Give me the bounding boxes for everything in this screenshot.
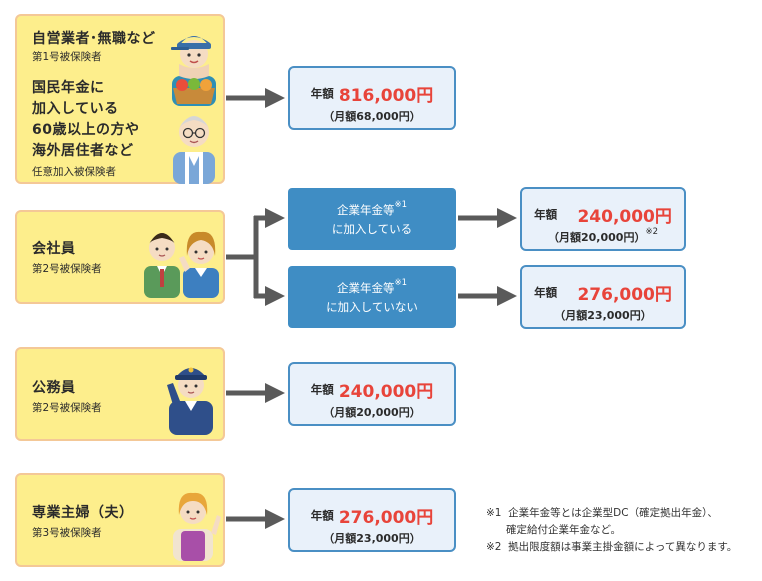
result-monthly: （月額23,000円） — [323, 532, 421, 545]
result-amount: 816,000円 — [338, 86, 434, 106]
result-monthly: （月額20,000円） — [323, 406, 421, 419]
branch-text-2: に加入している — [331, 222, 413, 236]
footnote-text: 企業年金等とは企業型DC（確定拠出年金）、 — [508, 507, 718, 519]
result-amount: 240,000円 — [577, 207, 672, 227]
branch-pension-not-joined: 企業年金等※1 に加入していない — [288, 266, 456, 328]
footnote-2: ※2 拠出限度額は事業主掛金額によって異なります。 — [486, 539, 737, 554]
category-title: 会社員 — [32, 241, 76, 257]
category-title: 自営業者･無職など — [32, 31, 156, 47]
arrow-company-branch — [226, 208, 285, 306]
office-workers-illustration — [144, 231, 219, 298]
footnote-1: ※1 企業年金等とは企業型DC（確定拠出年金）、 — [486, 505, 718, 520]
category-title: 公務員 — [32, 380, 76, 396]
result-monthly: （月額68,000円） — [323, 110, 421, 123]
result-company-with-pension: 年額 240,000円 （月額20,000円）※2 — [520, 187, 686, 251]
branch-text: 企業年金等 — [336, 203, 395, 217]
result-civil-servant: 年額 240,000円 （月額20,000円） — [288, 362, 456, 426]
result-monthly: （月額20,000円） — [548, 231, 646, 244]
category-subtitle: 第2号被保険者 — [32, 263, 102, 275]
result-amount: 276,000円 — [577, 285, 672, 305]
result-label: 年額 — [310, 382, 334, 397]
police-officer-illustration — [167, 367, 213, 435]
result-company-without-pension: 年額 276,000円 （月額23,000円） — [520, 265, 686, 329]
result-monthly: （月額23,000円） — [554, 309, 652, 322]
category-company-employee: 会社員 第2号被保険者 — [15, 210, 225, 304]
footnote-1-cont: 確定給付企業年金など。 — [506, 524, 621, 536]
branch-text-2: に加入していない — [326, 300, 418, 314]
category-subtitle: 第3号被保険者 — [32, 527, 102, 539]
branch-note-mark: ※1 — [394, 200, 408, 210]
category-extra-text: 国民年金に 加入している 60歳以上の方や 海外居住者など — [32, 80, 140, 159]
category-title: 専業主婦（夫） — [32, 505, 134, 521]
result-note-mark: ※2 — [645, 227, 658, 237]
elderly-man-illustration — [173, 116, 215, 184]
category-civil-servant: 公務員 第2号被保険者 — [15, 347, 225, 441]
result-label: 年額 — [310, 508, 334, 523]
result-homemaker: 年額 276,000円 （月額23,000円） — [288, 488, 456, 552]
category-homemaker: 専業主婦（夫） 第3号被保険者 — [15, 473, 225, 567]
footnote-text: 拠出限度額は事業主掛金額によって異なります。 — [508, 541, 738, 553]
result-label: 年額 — [310, 86, 334, 101]
result-amount: 276,000円 — [338, 508, 434, 528]
branch-text: 企業年金等 — [336, 281, 395, 295]
homemaker-illustration — [173, 492, 221, 561]
result-label: 年額 — [534, 285, 558, 300]
result-amount: 240,000円 — [338, 382, 434, 402]
footnote-mark: ※1 — [486, 507, 502, 519]
result-label: 年額 — [534, 207, 558, 222]
category-self-employed: 自営業者･無職など 第1号被保険者 国民年金に 加入している 60歳以上の方や … — [15, 14, 225, 184]
branch-pension-joined: 企業年金等※1 に加入している — [288, 188, 456, 250]
category-subtitle: 第1号被保険者 — [32, 51, 102, 63]
category-subtitle: 第2号被保険者 — [32, 402, 102, 414]
footnote-mark: ※2 — [486, 541, 502, 553]
branch-note-mark: ※1 — [394, 278, 408, 288]
result-first-insured: 年額 816,000円 （月額68,000円） — [288, 66, 456, 130]
category-extra-subtitle: 任意加入被保険者 — [32, 166, 116, 178]
farmer-illustration — [171, 36, 216, 106]
